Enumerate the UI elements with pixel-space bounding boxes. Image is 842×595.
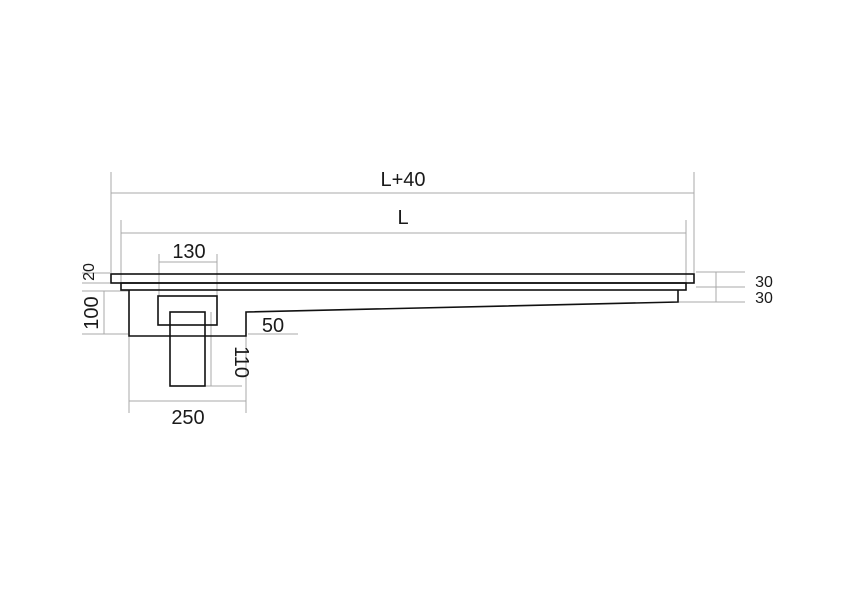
channel-rim	[120, 282, 687, 291]
dimension-lines	[82, 172, 745, 413]
channel-outline	[110, 273, 695, 387]
outlet-pipe	[169, 311, 206, 387]
label-left-large: 100	[81, 296, 103, 329]
label-right-top: 30	[755, 274, 773, 291]
outlet-flange	[157, 295, 218, 326]
label-outlet-height: 110	[230, 346, 252, 378]
label-length: L	[397, 207, 408, 229]
channel-body	[128, 290, 679, 337]
label-right-bottom: 30	[755, 290, 773, 307]
label-bottom-width: 250	[171, 407, 204, 429]
label-notch: 50	[262, 315, 284, 337]
label-overall-length: L+40	[380, 169, 425, 191]
label-top-width: 130	[172, 241, 205, 263]
dimension-labels: L+40 L 130 20 100 50 110 250 30 30	[81, 169, 773, 429]
label-left-small: 20	[81, 263, 98, 281]
grating-top-plate	[110, 273, 695, 284]
